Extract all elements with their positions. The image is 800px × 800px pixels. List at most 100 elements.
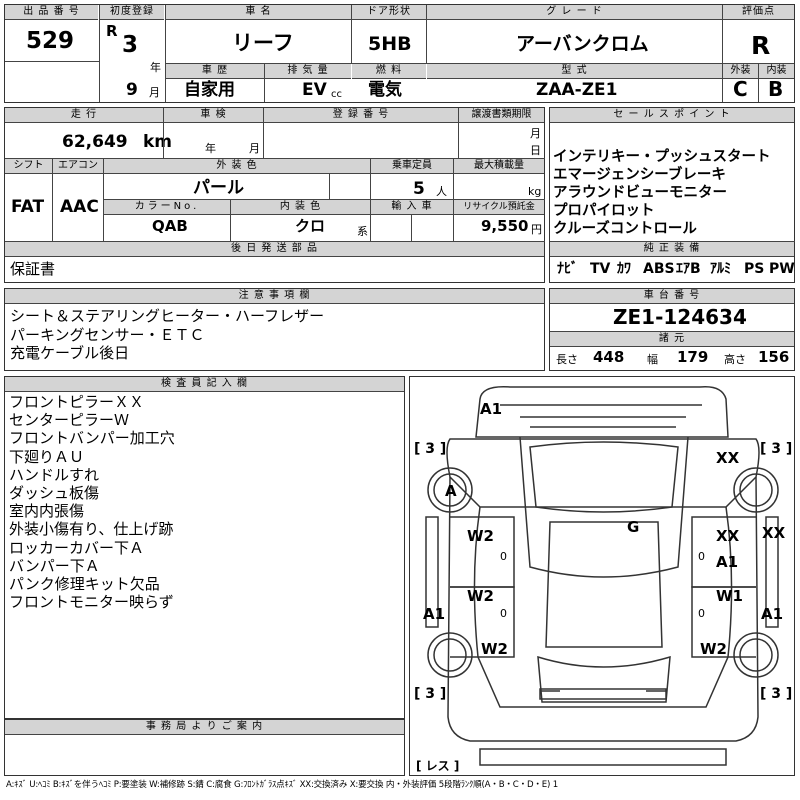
int-grade: B xyxy=(768,77,784,101)
later-parts-label: 後 日 発 送 部 品 xyxy=(5,242,544,257)
inspector-line: フロントピラーＸＸ xyxy=(9,393,145,411)
chassis-section xyxy=(549,288,795,371)
tire-depth: [ 3 ] xyxy=(760,441,792,457)
door-zero: 0 xyxy=(698,550,705,563)
load-unit: kg xyxy=(528,185,542,198)
door-label: ドア形状 xyxy=(352,5,426,20)
mileage-label: 走 行 xyxy=(5,108,163,123)
dims-label: 諸 元 xyxy=(550,331,794,347)
score-label: 評価点 xyxy=(723,5,794,20)
car-name: リーフ xyxy=(232,31,294,55)
sales-point: クルーズコントロール xyxy=(553,221,697,237)
tire-depths: [ 3 ] [ 3 ] [ 3 ] [ 3 ] [ レス ] xyxy=(414,441,792,773)
inspector-label: 検 査 員 記 入 欄 xyxy=(5,377,404,392)
grade: アーバンクロム xyxy=(516,33,649,55)
equipment-item: PS xyxy=(744,261,765,277)
inspector-line: 外装小傷有り、仕上げ跡 xyxy=(9,520,174,539)
inspector-line: 室内内張傷 xyxy=(9,502,85,521)
fuel: 電気 xyxy=(368,80,402,100)
car-diagram: A1 XX A G W2 XX XX A1 W2 W1 A1 A1 W2 W2 … xyxy=(414,386,792,773)
equipment-item: ABS xyxy=(643,261,675,277)
damage-mark: W2 xyxy=(700,640,727,658)
color-number: QAB xyxy=(152,217,188,235)
sales-points-list: インテリキー・プッシュスタート エマージェンシーブレーキ アラウンドビューモニタ… xyxy=(553,148,771,238)
month-unit: 月 xyxy=(149,86,160,99)
capacity-label: 乗車定員 xyxy=(371,159,453,174)
sales-point: アラウンドビューモニター xyxy=(553,185,727,201)
damage-mark: W2 xyxy=(481,640,508,658)
mileage: 62,649 xyxy=(62,132,128,152)
damage-mark: W1 xyxy=(716,587,743,605)
sales-points-section xyxy=(549,107,795,283)
inspector-line: フロントモニター映らず xyxy=(9,593,174,612)
color-label: 外 装 色 xyxy=(104,159,370,174)
tire-depth: [ 3 ] xyxy=(414,441,446,457)
displacement-unit: cc xyxy=(331,89,342,100)
exterior-color: パール xyxy=(193,178,244,198)
damage-diagram-section xyxy=(409,376,795,776)
sales-point: エマージェンシーブレーキ xyxy=(553,167,726,183)
inspection-year: 年 xyxy=(205,142,216,155)
chassis-label: 車 台 番 号 xyxy=(550,289,794,304)
chassis-number: ZE1-124634 xyxy=(613,305,747,329)
inspector-line: フロントバンパー加工穴 xyxy=(9,429,175,448)
damage-mark: W2 xyxy=(467,587,494,605)
model-label: 型 式 xyxy=(427,64,722,79)
interior-color: クロ xyxy=(295,217,326,235)
recycle-unit: 円 xyxy=(531,223,542,236)
length-label: 長さ xyxy=(556,353,578,366)
inspector-line: センターピラーＷ xyxy=(9,411,130,430)
grade-label: グ レ ー ド xyxy=(427,5,722,20)
ext-grade: C xyxy=(733,77,748,101)
width-value: 179 xyxy=(677,348,709,366)
equipment-label: 純 正 装 備 xyxy=(550,242,794,257)
length-value: 448 xyxy=(593,348,625,366)
damage-mark: XX xyxy=(762,524,786,542)
wheel-rear-right xyxy=(733,632,779,678)
interior-label: 内 装 色 xyxy=(231,200,370,215)
sales-point: インテリキー・プッシュスタート xyxy=(553,149,771,165)
ac: AAC xyxy=(60,197,99,217)
sales-label: セ ー ル ス ポ イ ン ト xyxy=(550,108,794,123)
header-section xyxy=(4,4,795,103)
damage-mark: A1 xyxy=(716,553,738,571)
door-type: 5HB xyxy=(368,33,412,55)
recycle-fee: 9,550 xyxy=(481,217,529,235)
damage-mark: A1 xyxy=(423,605,445,623)
displacement-label: 排 気 量 xyxy=(265,64,351,79)
lot-number: 529 xyxy=(26,28,75,54)
ext-label: 外装 xyxy=(723,64,758,79)
import-label: 輸 入 車 xyxy=(371,200,453,215)
recycle-label: リサイクル預託金 xyxy=(454,200,544,215)
equipment-item: ﾅﾋﾞ xyxy=(557,261,578,277)
height-value: 156 xyxy=(758,348,790,366)
vehicle-detail-section xyxy=(4,107,545,283)
inspector-line: パンク修理キット欠品 xyxy=(9,575,160,594)
equipment-item: ｴｱB xyxy=(676,261,701,277)
transfer-month: 月 xyxy=(530,127,541,140)
width-label: 幅 xyxy=(647,353,658,366)
transfer-label: 譲渡書類期限 xyxy=(459,108,544,123)
later-parts: 保証書 xyxy=(10,260,56,278)
inspector-line: 下廻りＡＵ xyxy=(9,447,85,466)
inspector-section xyxy=(4,376,405,719)
wheel-rear-left xyxy=(427,632,473,678)
capacity: 5 xyxy=(413,179,425,199)
transfer-day: 日 xyxy=(530,144,541,157)
history: 自家用 xyxy=(184,80,235,100)
inspector-line: バンパー下Ａ xyxy=(9,556,100,575)
legend-text: A:ｷｽﾞ U:ﾍｺﾐ B:ｷｽﾞを伴うﾍｺﾐ P:要塗装 W:補修跡 S:錆 … xyxy=(6,780,558,790)
tire-depth: [ 3 ] xyxy=(760,686,792,702)
inspector-line: ロッカーカバー下Ａ xyxy=(9,538,145,557)
int-label: 内装 xyxy=(759,64,794,79)
office-section xyxy=(4,719,405,776)
note-line: シート＆ステアリングヒーター・ハーフレザー xyxy=(10,307,325,325)
reg-year: 3 xyxy=(122,32,139,58)
inspection-month: 月 xyxy=(249,142,260,155)
damage-marks: A1 XX A G W2 XX XX A1 W2 W1 A1 A1 W2 W2 xyxy=(423,400,786,658)
door-zero: 0 xyxy=(500,550,507,563)
damage-mark: G xyxy=(627,518,639,536)
equipment-item: PW xyxy=(769,261,795,277)
damage-mark: XX xyxy=(716,527,740,545)
notes-list: シート＆ステアリングヒーター・ハーフレザー パーキングセンサー・ＥＴＣ 充電ケー… xyxy=(10,307,324,363)
